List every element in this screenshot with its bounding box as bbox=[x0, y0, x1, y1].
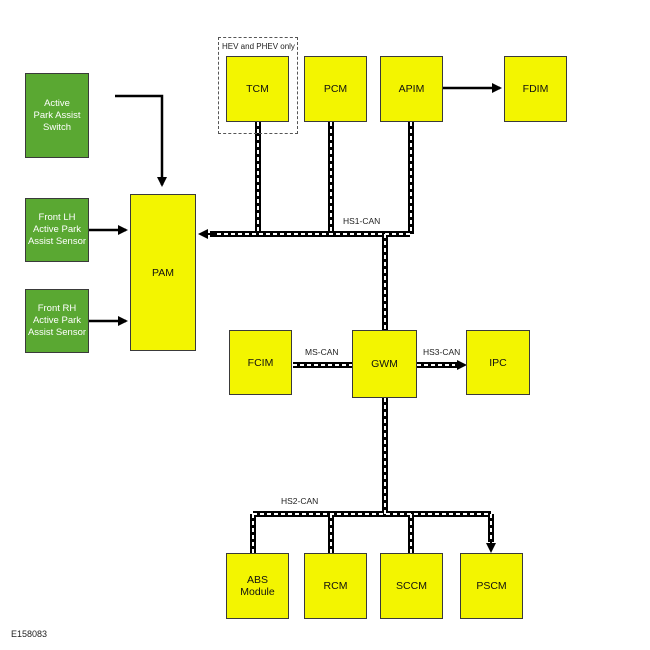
abs-module: ABS Module bbox=[226, 553, 289, 619]
ipc-label: IPC bbox=[489, 356, 507, 369]
hs3-can-label: HS3-CAN bbox=[423, 347, 461, 357]
hs1-can-label: HS1-CAN bbox=[343, 216, 381, 226]
hs2-can-label: HS2-CAN bbox=[281, 496, 319, 506]
pcm-label: PCM bbox=[323, 83, 348, 95]
switch-line2: Park Assist bbox=[33, 109, 81, 121]
sccm-label: SCCM bbox=[396, 580, 427, 592]
fdim-module: FDIM bbox=[504, 56, 567, 122]
switch-line3: Switch bbox=[43, 121, 71, 133]
hs2-can-bus bbox=[250, 398, 496, 553]
front-rh-sensor: Front RH Active Park Assist Sensor bbox=[25, 289, 89, 353]
front-rh-line1: Front RH bbox=[37, 303, 77, 314]
apim-label: APIM bbox=[398, 83, 425, 95]
abs-label-line2: Module bbox=[240, 586, 275, 598]
switch-line1: Active bbox=[44, 97, 70, 109]
tcm-label: TCM bbox=[246, 83, 269, 95]
pam-label: PAM bbox=[152, 266, 174, 279]
pscm-label: PSCM bbox=[476, 580, 507, 592]
gwm-module: GWM bbox=[352, 330, 417, 398]
hev-phev-group-border bbox=[218, 37, 298, 134]
front-lh-line1: Front LH bbox=[38, 212, 76, 223]
tcm-module: TCM bbox=[226, 56, 289, 122]
front-lh-sensor: Front LH Active Park Assist Sensor bbox=[25, 198, 89, 262]
ms-can-label: MS-CAN bbox=[305, 347, 339, 357]
pscm-module: PSCM bbox=[460, 553, 523, 619]
apim-module: APIM bbox=[380, 56, 443, 122]
front-rh-line3: Assist Sensor bbox=[27, 327, 87, 338]
active-park-assist-switch: Active Park Assist Switch bbox=[25, 73, 89, 158]
pam-module: PAM bbox=[130, 194, 196, 351]
figure-code: E158083 bbox=[11, 629, 48, 639]
fcim-label: FCIM bbox=[247, 356, 274, 369]
front-lh-line3: Assist Sensor bbox=[27, 236, 87, 247]
switch-to-pam-arrow bbox=[115, 94, 167, 187]
sccm-module: SCCM bbox=[380, 553, 443, 619]
gwm-label: GWM bbox=[371, 358, 398, 370]
ipc-module: IPC bbox=[466, 330, 530, 395]
hev-phev-group-label: HEV and PHEV only bbox=[222, 42, 295, 51]
fcim-module: FCIM bbox=[229, 330, 292, 395]
front-lh-line2: Active Park bbox=[32, 224, 82, 235]
hs1-can-bus bbox=[198, 122, 414, 330]
front-rh-line2: Active Park bbox=[32, 315, 82, 326]
rcm-label: RCM bbox=[323, 580, 348, 592]
rcm-module: RCM bbox=[304, 553, 367, 619]
abs-label-line1: ABS bbox=[246, 574, 268, 586]
pcm-module: PCM bbox=[304, 56, 367, 122]
fdim-label: FDIM bbox=[522, 83, 549, 95]
